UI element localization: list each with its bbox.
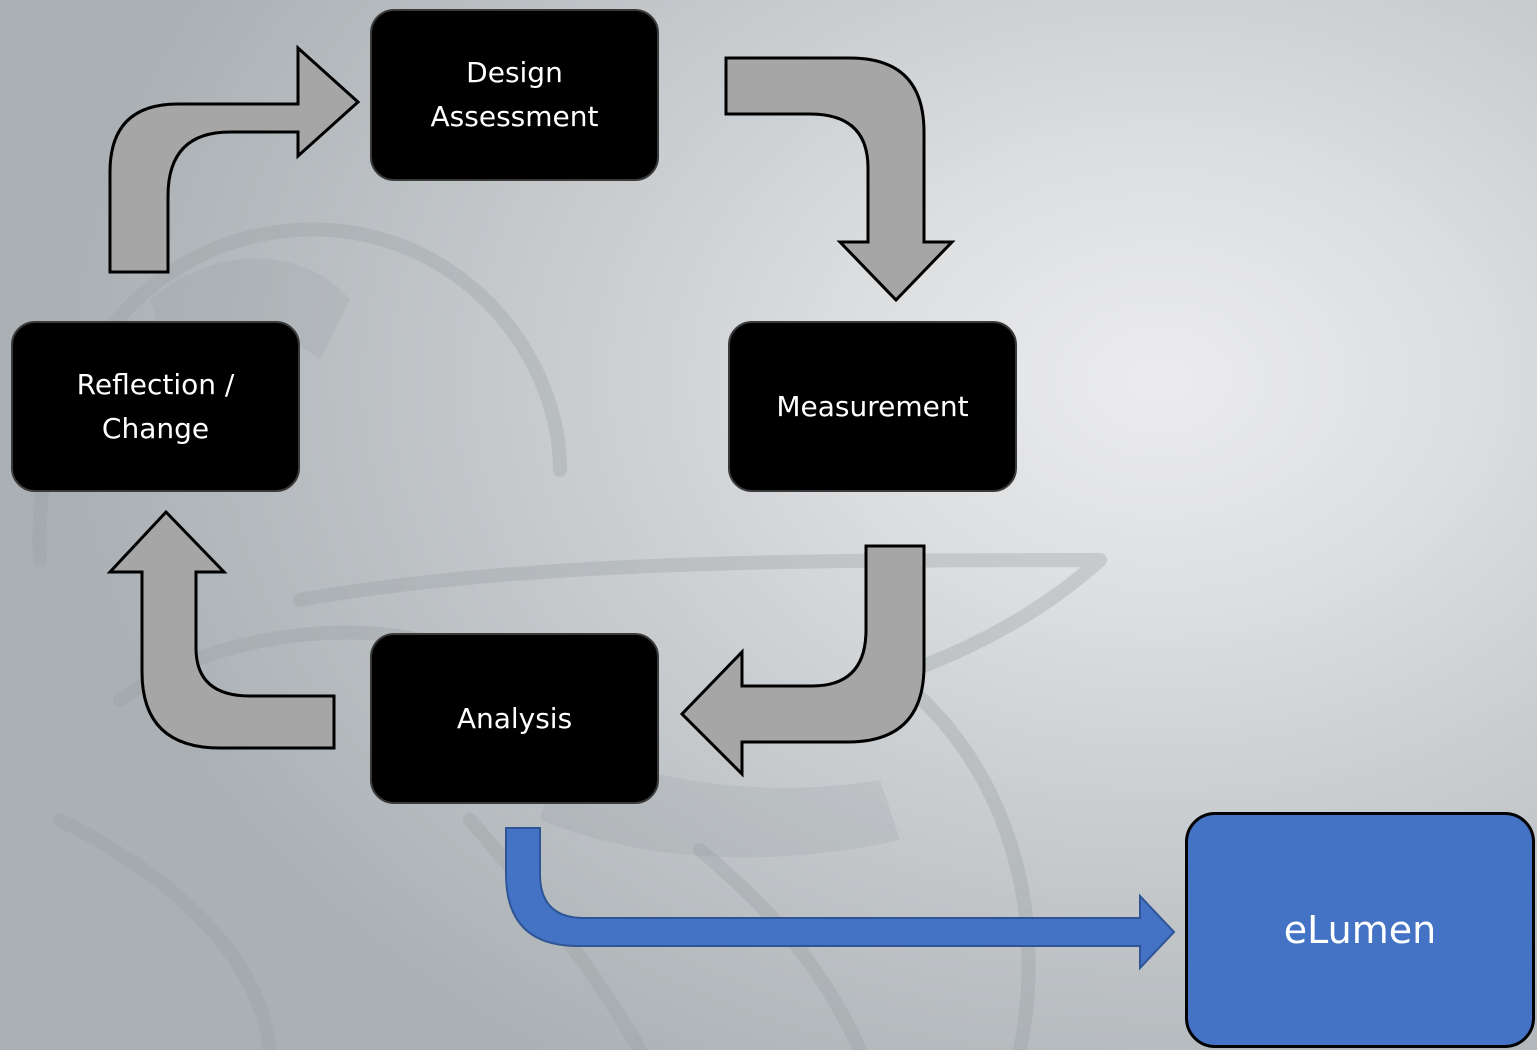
reflection-change-box[interactable]: Reflection / Change: [11, 321, 300, 492]
arrow-measurement-to-analysis: [679, 544, 926, 778]
elumen-box[interactable]: eLumen: [1185, 812, 1535, 1048]
elumen-label: eLumen: [1283, 908, 1437, 952]
measurement-box[interactable]: Measurement: [728, 321, 1017, 492]
analysis-box[interactable]: Analysis: [370, 633, 659, 804]
arrow-design-assessment-to-measurement: [724, 56, 956, 303]
reflection-change-label: Reflection / Change: [76, 367, 235, 445]
arrow-analysis-to-elumen: [505, 827, 1176, 971]
design-assessment-label: Design Assessment: [430, 56, 599, 133]
measurement-label: Measurement: [776, 389, 969, 423]
analysis-label: Analysis: [456, 701, 573, 735]
arrow-reflection-to-design-assessment: [108, 44, 361, 274]
arrow-analysis-to-reflection-change: [106, 509, 336, 750]
design-assessment-box[interactable]: Design Assessment: [370, 9, 659, 181]
